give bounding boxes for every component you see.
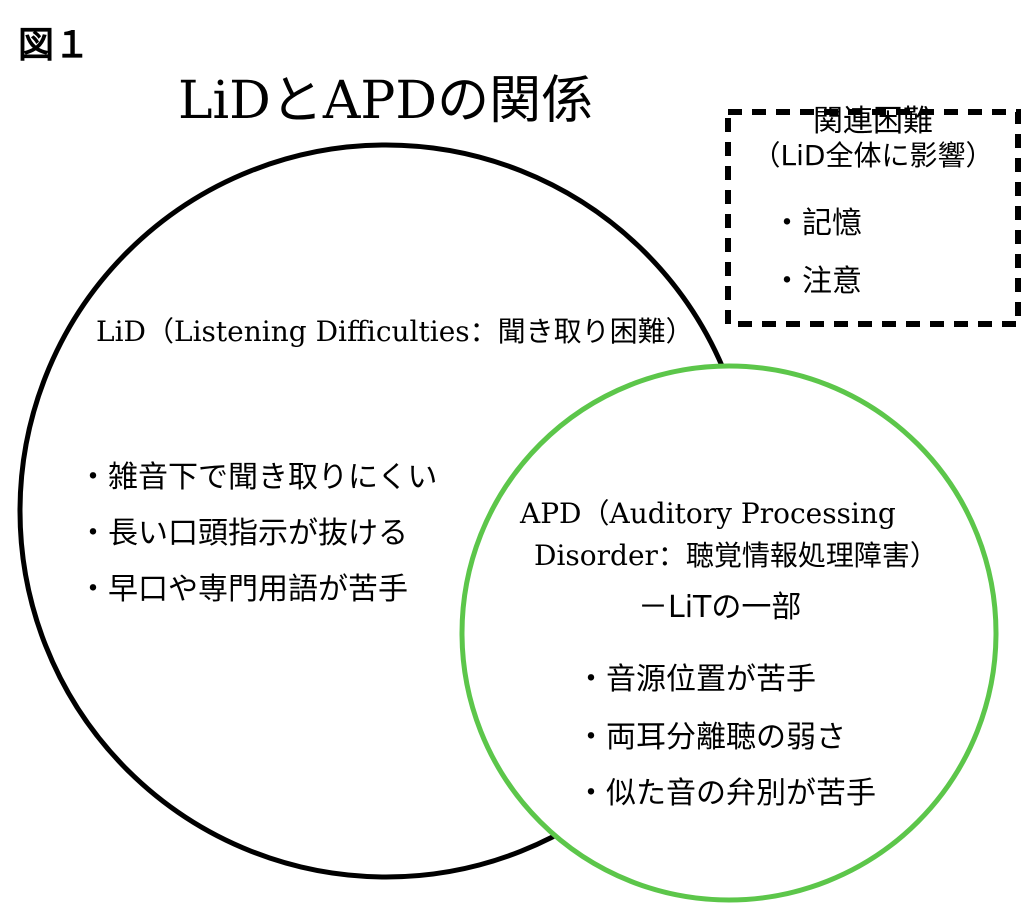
diagram-title: LiDとAPDの関係 [178, 71, 594, 131]
apd-item: ・両耳分離聴の弱さ [576, 720, 846, 755]
related-box-heading: 関連困難 [813, 104, 933, 139]
related-box-subheading: （LiD全体に影響） [752, 139, 994, 172]
apd-item: ・音源位置が苦手 [576, 662, 816, 697]
apd-label-line1: APD（Auditory Processing [520, 497, 896, 530]
apd-subtitle: －LiTの一部 [638, 590, 802, 625]
figure-label: 図１ [18, 25, 91, 66]
lid-item: ・雑音下で聞き取りにくい [78, 460, 438, 495]
apd-circle [459, 363, 999, 903]
lid-item: ・早口や専門用語が苦手 [78, 572, 408, 607]
apd-item: ・似た音の弁別が苦手 [576, 776, 876, 811]
related-item-memory: ・記憶 [772, 206, 862, 241]
apd-label-line2: Disorder：聴覚情報処理障害） [534, 539, 938, 572]
related-item-attention: ・注意 [772, 264, 862, 299]
lid-label: LiD（Listening Difficulties：聞き取り困難） [96, 315, 694, 348]
related-box-border [725, 109, 1021, 327]
lid-item: ・長い口頭指示が抜ける [78, 516, 408, 551]
